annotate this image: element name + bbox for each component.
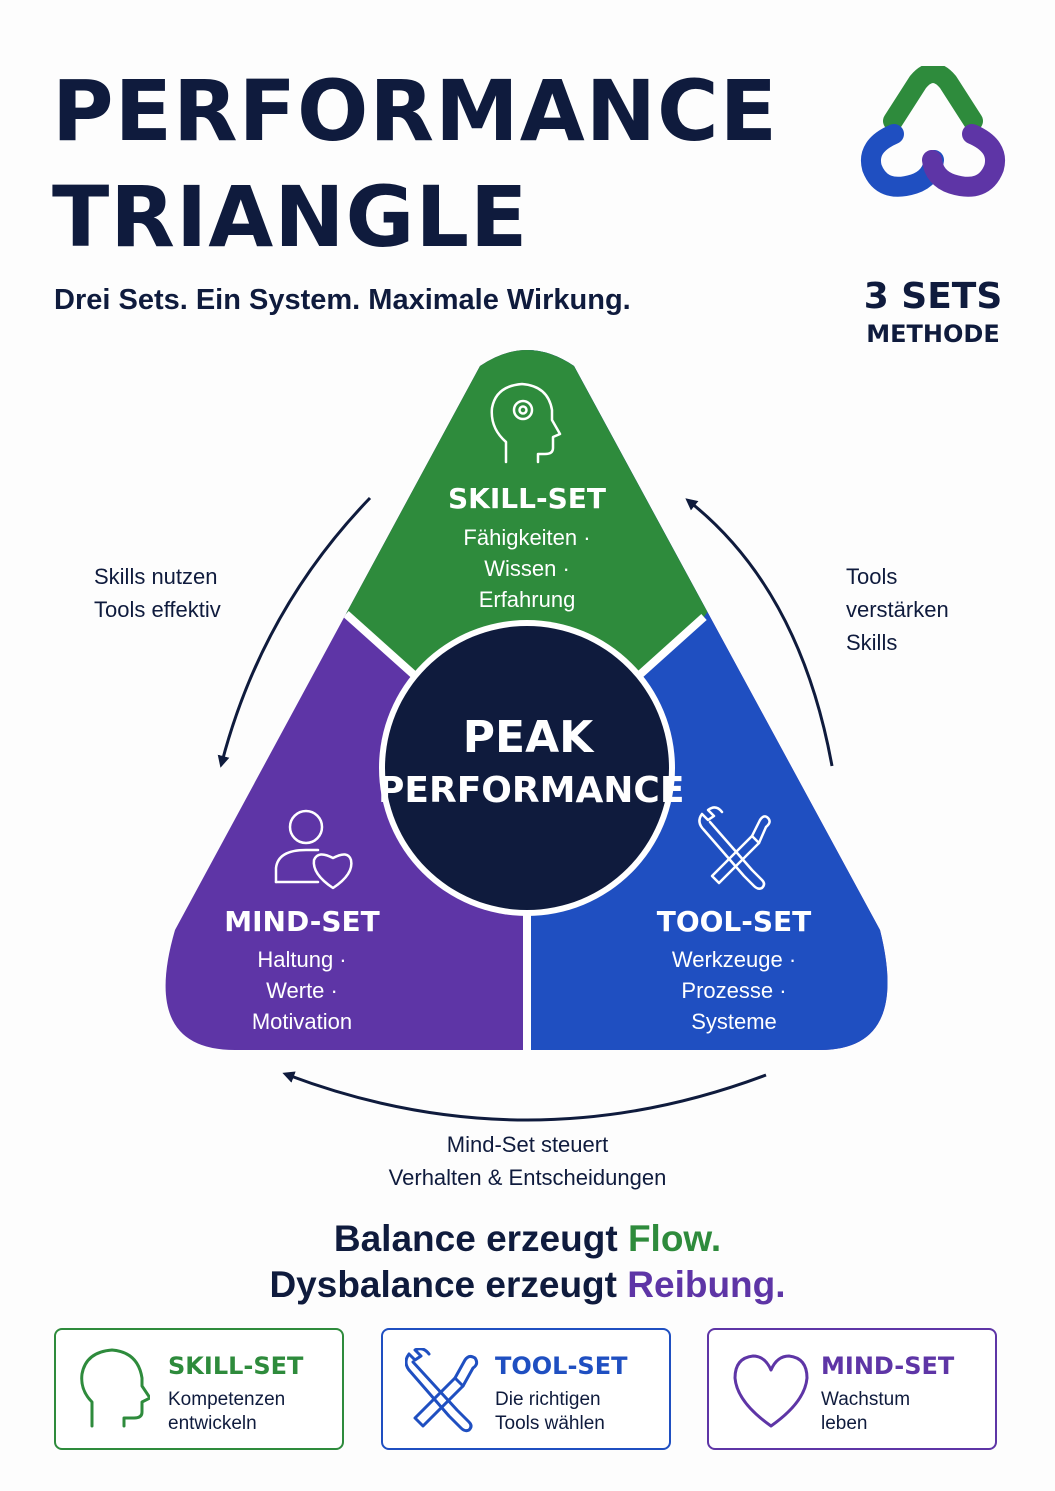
tool-set-card-text: Die richtigen Tools wählen <box>495 1388 605 1436</box>
title-line-2: TRIANGLE <box>52 168 529 266</box>
tool-set-line: Werkzeuge · <box>671 947 797 972</box>
tool-set-card-title: TOOL-SET <box>495 1352 628 1380</box>
wrench-screwdriver-icon <box>698 806 771 890</box>
head-icon <box>80 1348 150 1428</box>
skill-set-card: SKILL-SET Kompetenzen entwickeln <box>54 1328 344 1450</box>
wrench-screwdriver-icon <box>405 1348 479 1433</box>
skill-set-title: SKILL-SET <box>448 482 606 515</box>
mind-set-card-title: MIND-SET <box>821 1352 955 1380</box>
mind-set-line: Werte · <box>266 978 338 1003</box>
center-title-line-1: PEAK <box>462 712 594 763</box>
tool-set-line: Systeme <box>691 1009 777 1034</box>
tagline-line-2: Dysbalance erzeugt Reibung. <box>0 1264 1055 1306</box>
tagline-text: Dysbalance erzeugt <box>269 1264 628 1305</box>
card-text-line: Wachstum <box>821 1389 911 1410</box>
tool-set-description: Werkzeuge · Prozesse · Systeme <box>634 944 834 1037</box>
left-arrow <box>217 496 372 768</box>
skill-set-description: Fähigkeiten · Wissen · Erfahrung <box>427 522 627 615</box>
card-text-line: entwickeln <box>168 1413 257 1434</box>
mind-set-line: Haltung · <box>257 947 347 972</box>
tool-set-line: Prozesse · <box>681 978 787 1003</box>
left-arrow-label-line: Skills nutzen <box>94 564 218 589</box>
tool-set-card: TOOL-SET Die richtigen Tools wählen <box>381 1328 671 1450</box>
bottom-arrow-label-line: Mind-Set steuert <box>446 1132 609 1157</box>
center-title-line-2: PERFORMANCE <box>378 770 685 811</box>
tagline-highlight-flow: Flow. <box>627 1218 722 1259</box>
head-gear-icon <box>490 382 562 464</box>
skill-set-card-text: Kompetenzen entwickeln <box>168 1388 285 1436</box>
tagline-line-1: Balance erzeugt Flow. <box>0 1218 1055 1260</box>
page-title: PERFORMANCE TRIANGLE <box>52 58 778 270</box>
skill-set-card-title: SKILL-SET <box>168 1352 304 1380</box>
right-arrow-label-line: verstärken <box>846 597 949 622</box>
bottom-arrow-label: Mind-Set steuert Verhalten & Entscheidun… <box>0 1128 1055 1194</box>
mind-set-description: Haltung · Werte · Motivation <box>202 944 402 1037</box>
card-text-line: Die richtigen <box>495 1389 601 1410</box>
tagline-text: Balance erzeugt <box>333 1218 628 1259</box>
mind-set-card: MIND-SET Wachstum leben <box>707 1328 997 1450</box>
tagline-highlight-reibung: Reibung. <box>627 1264 786 1305</box>
page-subtitle: Drei Sets. Ein System. Maximale Wirkung. <box>54 284 631 316</box>
left-arrow-label-line: Tools effektiv <box>94 597 221 622</box>
heart-icon <box>733 1354 809 1428</box>
mind-set-card-text: Wachstum leben <box>821 1388 910 1436</box>
bottom-arrow-label-line: Verhalten & Entscheidungen <box>388 1165 667 1190</box>
left-arrow-label: Skills nutzen Tools effektiv <box>94 560 221 626</box>
card-text-line: Tools wählen <box>495 1413 605 1434</box>
right-arrow-label: Tools verstärken Skills <box>846 560 949 659</box>
bottom-arrow <box>282 1071 767 1122</box>
right-arrow <box>685 498 834 767</box>
card-text-line: leben <box>821 1413 868 1434</box>
card-text-line: Kompetenzen <box>168 1389 286 1410</box>
right-arrow-label-line: Tools <box>846 564 898 589</box>
logo: 3 SETS METHODE <box>858 66 1008 348</box>
tool-set-title: TOOL-SET <box>656 905 812 938</box>
skill-set-line: Fähigkeiten · <box>463 525 591 550</box>
skill-set-line: Erfahrung <box>478 587 576 612</box>
right-arrow-label-line: Skills <box>846 630 898 655</box>
mind-set-line: Motivation <box>251 1009 353 1034</box>
center-circle <box>385 626 669 910</box>
skill-set-line: Wissen · <box>484 556 570 581</box>
logo-text-line-1: 3 SETS <box>863 276 1003 317</box>
person-heart-icon <box>274 809 353 890</box>
title-line-1: PERFORMANCE <box>52 62 779 160</box>
three-interlocking-loops-icon <box>861 66 1005 197</box>
mind-set-title: MIND-SET <box>224 905 380 938</box>
logo-text-line-2: METHODE <box>866 320 1000 348</box>
